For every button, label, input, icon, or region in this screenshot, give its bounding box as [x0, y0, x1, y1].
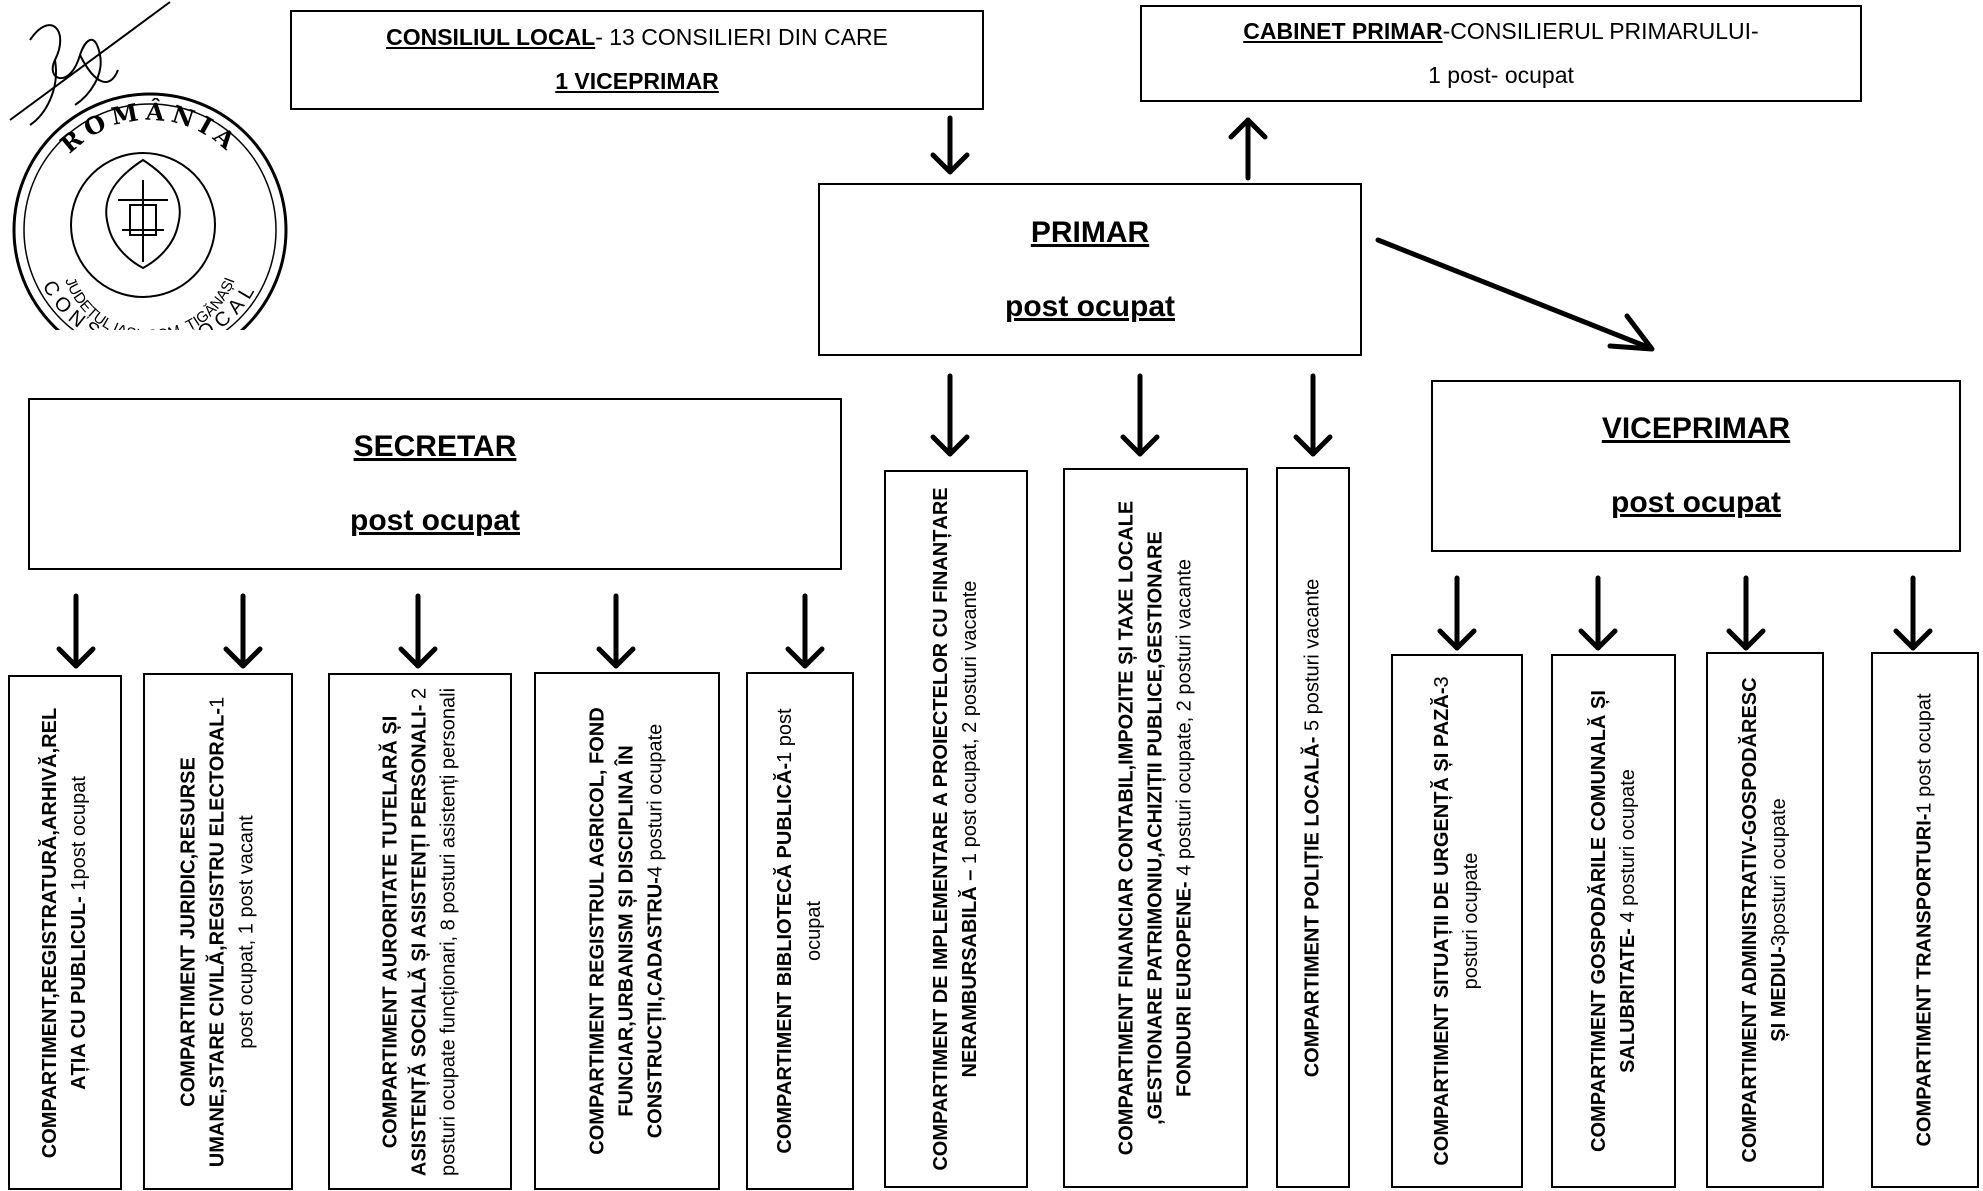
arrow-secretar-c5 — [785, 593, 825, 669]
compartment-situatii-urgenta: COMPARTIMENT SITUAȚII DE URGENȚĂ ȘI PAZĂ… — [1391, 654, 1523, 1188]
cabinet-title: CABINET PRIMAR — [1243, 17, 1443, 44]
arrow-secretar-c3 — [398, 593, 438, 669]
cabinet-line2: 1 post- ocupat — [1428, 61, 1574, 88]
compartment-juridic: COMPARTIMENT JURIDIC,RESURSE UMANE,STARE… — [143, 673, 293, 1190]
arrow-vice-c12 — [1893, 575, 1933, 651]
arrow-secretar-c4 — [596, 593, 636, 669]
consiliu-title: CONSILIUL LOCAL — [386, 24, 596, 51]
arrow-vice-c11 — [1726, 575, 1766, 651]
seal-top-text: ROMÂNIA — [54, 96, 239, 159]
arrow-primar-cabinet — [1228, 117, 1268, 181]
consiliu-suffix: - 13 CONSILIERI DIN CARE — [595, 24, 888, 51]
arrow-secretar-c1 — [56, 593, 96, 669]
consiliu-line2: 1 VICEPRIMAR — [555, 68, 719, 94]
cabinet-primar-box: CABINET PRIMAR-CONSILIERUL PRIMARULUI- 1… — [1140, 5, 1862, 102]
viceprimar-status: post ocupat — [1611, 486, 1781, 519]
cabinet-suffix: -CONSILIERUL PRIMARULUI- — [1442, 17, 1759, 44]
arrow-primar-viceprimar — [1375, 237, 1655, 352]
primar-title: PRIMAR — [1030, 215, 1150, 249]
primar-status: post ocupat — [1005, 289, 1175, 323]
compartment-administrativ: COMPARTIMENT ADMINISTRATIV-GOSPODĂRESC Ș… — [1706, 652, 1824, 1188]
compartment-biblioteca: COMPARTIMENT BIBLIOTECĂ PUBLICĂ-1 post o… — [746, 672, 854, 1190]
arrow-primar-c6 — [930, 373, 970, 457]
consiliu-local-box: CONSILIUL LOCAL- 13 CONSILIERI DIN CARE … — [290, 10, 984, 110]
signature-mark — [9, 1, 171, 126]
arrow-vice-c9 — [1437, 575, 1477, 651]
secretar-box: SECRETAR post ocupat — [28, 398, 842, 570]
svg-text:ROMÂNIA: ROMÂNIA — [54, 96, 245, 159]
arrow-consiliu-primar — [930, 115, 970, 175]
compartment-gospodarie-comunala: COMPARTIMENT GOSPODĂRILE COMUNALĂ ȘI SAL… — [1551, 654, 1676, 1188]
compartment-financiar-contabil: COMPARTIMENT FINANCIAR CONTABIL,IMPOZITE… — [1063, 468, 1248, 1188]
compartment-politie-locala: COMPARTIMENT POLIȚIE LOCALĂ- 5 posturi v… — [1276, 467, 1350, 1188]
arrow-vice-c10 — [1578, 575, 1618, 651]
arrow-primar-c7 — [1120, 373, 1160, 457]
compartment-registrul-agricol: COMPARTIMENT REGISTRUL AGRICOL, FOND FUN… — [534, 672, 720, 1190]
secretar-title: SECRETAR — [353, 430, 517, 463]
compartment-registratura: COMPARTIMENT,REGISTRATURĂ,ARHIVĂ,REL AȚI… — [8, 675, 122, 1190]
arrow-secretar-c2 — [223, 593, 263, 669]
compartment-autoritate-tutelara: COMPARTIMENT AURORITATE TUTELARĂ ȘI ASIS… — [328, 673, 512, 1190]
primar-box: PRIMAR post ocupat — [818, 183, 1362, 356]
coat-of-arms-icon — [105, 158, 181, 270]
arrow-primar-c8 — [1293, 373, 1333, 457]
compartment-transporturi: COMPARTIMENT TRANSPORTURI-1 post ocupat — [1871, 652, 1979, 1188]
viceprimar-title: VICEPRIMAR — [1601, 412, 1791, 445]
secretar-status: post ocupat — [350, 504, 520, 537]
compartment-proiecte-nerambursabile: COMPARTIMENT DE IMPLEMENTARE A PROIECTEL… — [884, 470, 1028, 1188]
viceprimar-box: VICEPRIMAR post ocupat — [1431, 380, 1961, 552]
official-seal: ROMÂNIA JUDEȚUL IAȘI, COM. ȚIGĂNAȘI CONS… — [9, 1, 288, 330]
